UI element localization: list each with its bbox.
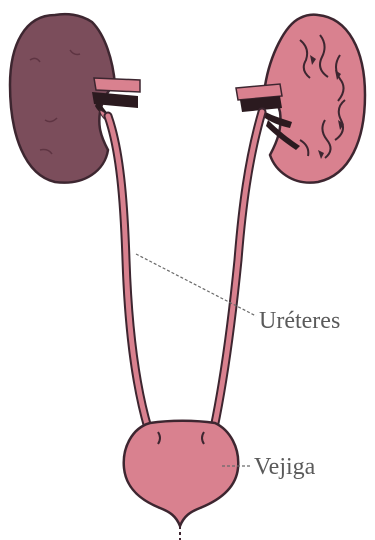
ureters [108,112,262,428]
bladder [124,421,239,540]
bladder-label: Vejiga [254,454,316,480]
ureters-label: Uréteres [259,308,340,334]
